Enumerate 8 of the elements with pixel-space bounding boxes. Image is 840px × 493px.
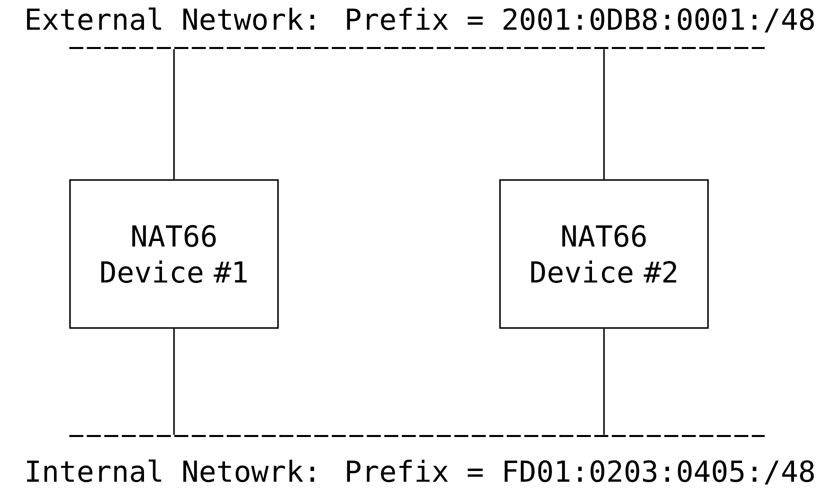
device-box: NAT66 Device #2 — [499, 179, 709, 329]
connector-line — [173, 328, 175, 435]
network-bar: Internal Netowrk: Prefix = FD01:0203:0405:/48 — [27, 435, 814, 484]
network-bar: External Network: Prefix = 2001:0DB8:0001:/48 — [27, 8, 814, 49]
device-box: NAT66 Device #1 — [69, 179, 279, 329]
connector-line — [173, 49, 175, 180]
connector-line — [603, 49, 605, 180]
connector-line — [603, 328, 605, 435]
